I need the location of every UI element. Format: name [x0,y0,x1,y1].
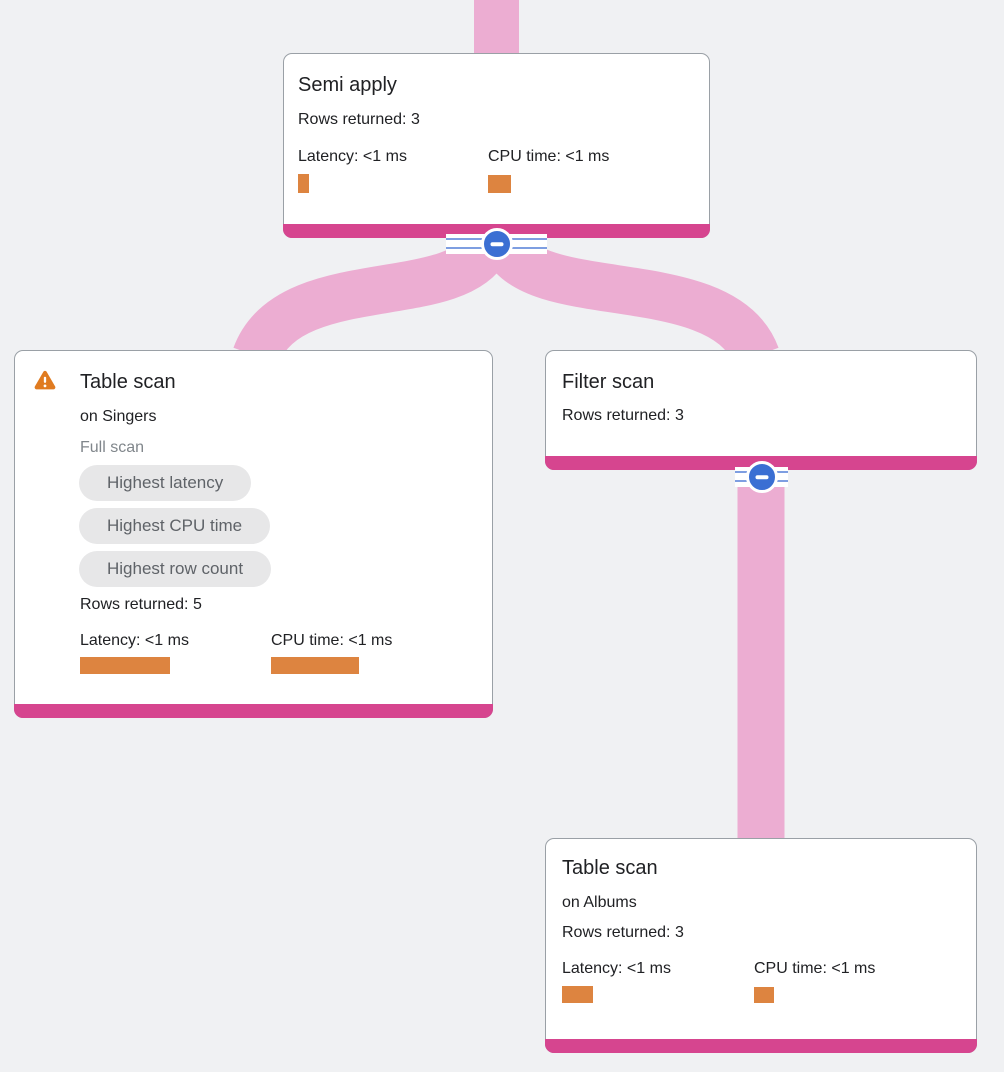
scan-type: Full scan [80,439,145,456]
edge-semi-apply-to-filter-scan [486,233,779,367]
rows-returned: Rows returned: 3 [298,111,420,128]
warning-icon [34,370,56,390]
cpu-time-bar [271,657,359,674]
latency-bar [562,986,593,1003]
node-subtitle: on Albums [562,894,637,911]
cpu-time-label: CPU time: <1 ms [488,148,610,165]
cpu-time-bar [754,987,774,1003]
badge-highest-cpu-time: Highest CPU time [79,508,271,544]
cpu-time-label: CPU time: <1 ms [271,632,393,649]
minus-icon[interactable] [480,228,513,260]
minus-icon[interactable] [745,461,778,493]
node-accent-bar [545,1039,977,1053]
node-title: Table scan [80,371,176,393]
rows-returned: Rows returned: 3 [562,924,684,941]
cpu-time-label: CPU time: <1 ms [754,960,876,977]
rows-returned: Rows returned: 5 [80,596,202,613]
node-semi-apply[interactable]: Semi apply Rows returned: 3 Latency: <1 … [283,53,710,238]
node-title: Filter scan [562,371,655,393]
rows-returned: Rows returned: 3 [562,407,684,424]
collapse-button-semi-apply[interactable] [446,228,547,260]
cpu-time-bar [488,175,511,193]
latency-label: Latency: <1 ms [80,632,189,649]
latency-bar [80,657,170,674]
node-table-scan-singers[interactable]: Table scan on Singers Full scan Highest … [14,350,493,718]
node-title: Semi apply [298,74,397,96]
latency-label: Latency: <1 ms [562,960,671,977]
badge-highest-latency: Highest latency [79,465,252,501]
collapse-button-filter-scan[interactable] [735,461,788,493]
badge-highest-row-count: Highest row count [79,551,272,587]
latency-label: Latency: <1 ms [298,148,407,165]
latency-bar [298,174,309,193]
edge-semi-apply-to-table-scan-singers [233,233,507,367]
node-subtitle: on Singers [80,408,157,425]
node-table-scan-albums[interactable]: Table scan on Albums Rows returned: 3 La… [545,838,977,1053]
node-filter-scan[interactable]: Filter scan Rows returned: 3 [545,350,977,470]
node-accent-bar [14,704,493,718]
node-title: Table scan [562,857,658,879]
badge-list: Highest latency Highest CPU time Highest… [79,465,272,587]
